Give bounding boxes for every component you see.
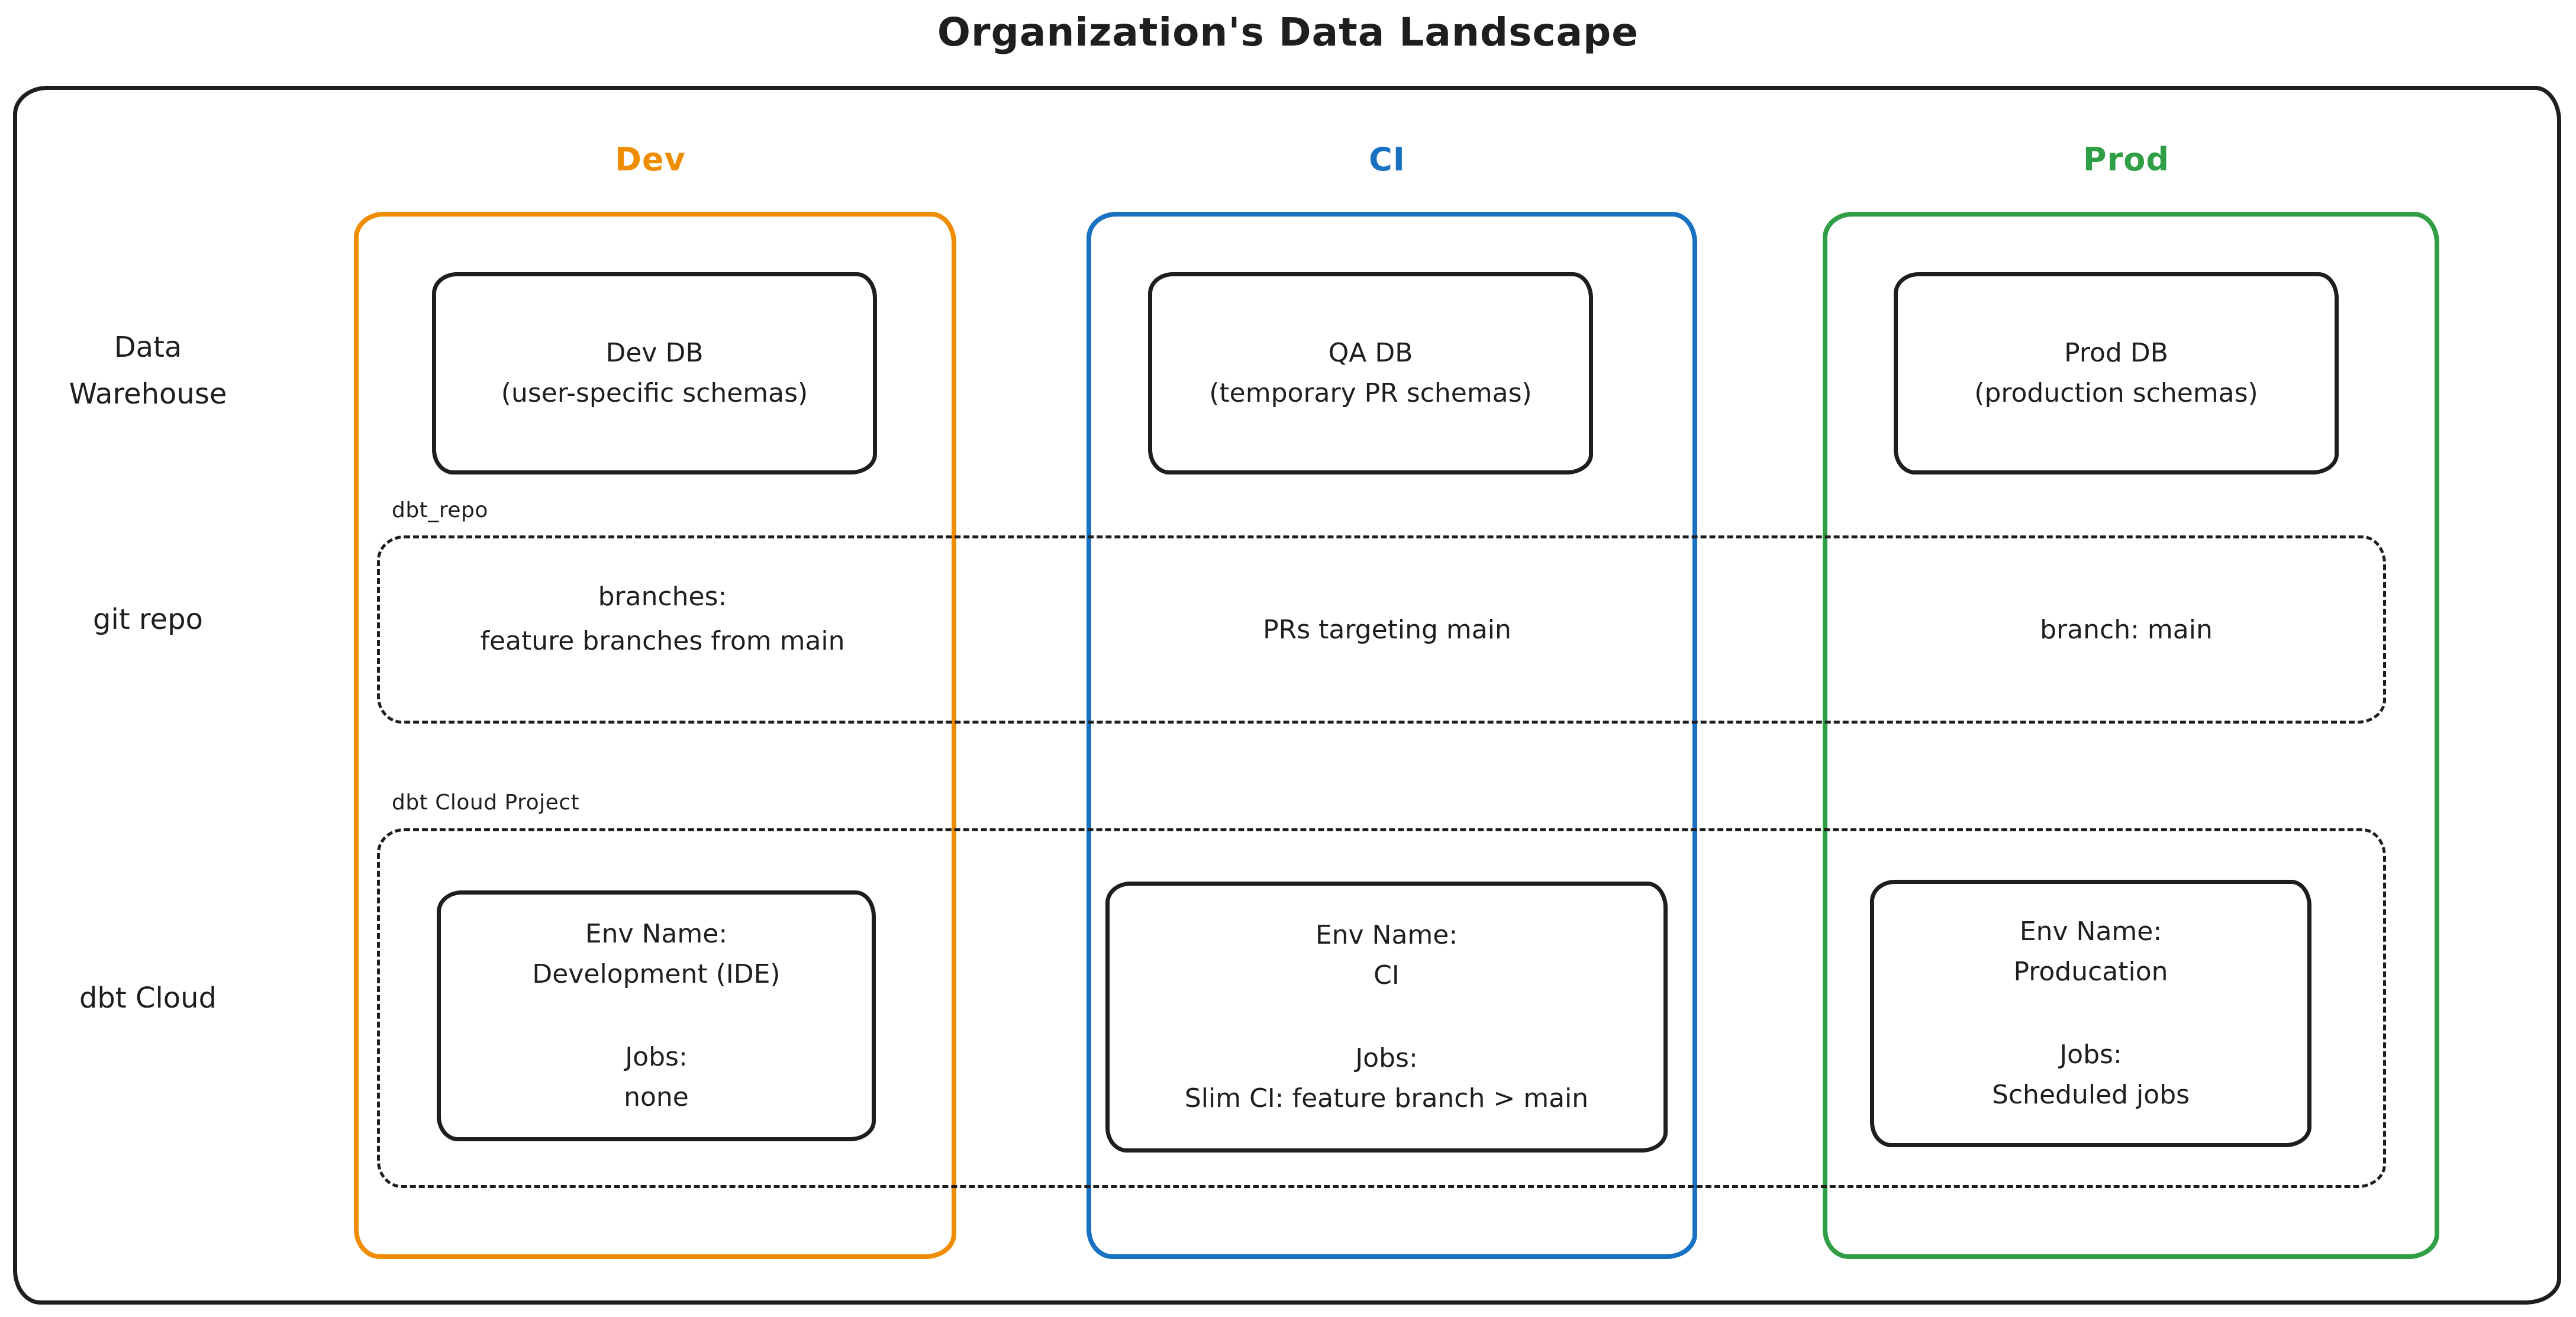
- env-dev-name: Development (IDE): [532, 958, 781, 989]
- env-dev-jobs-label: Jobs:: [625, 1042, 688, 1072]
- landscape-outer-frame: [13, 86, 2561, 1305]
- diagram-title: Organization's Data Landscape: [937, 9, 1639, 55]
- dbt-repo-dashed-group: [377, 535, 2386, 724]
- qa-db-name: QA DB: [1328, 337, 1413, 368]
- env-prod-name: Producation: [2013, 956, 2168, 987]
- node-env-ci: Env Name: CI Jobs: Slim CI: feature bran…: [1105, 882, 1668, 1153]
- column-header-dev: Dev: [615, 141, 686, 178]
- env-prod-jobs-label: Jobs:: [2059, 1040, 2122, 1070]
- column-header-prod: Prod: [2083, 141, 2169, 178]
- node-prod-db: Prod DB (production schemas): [1894, 272, 2339, 474]
- node-env-development: Env Name: Development (IDE) Jobs: none: [437, 890, 876, 1141]
- env-dev-jobs-value: none: [624, 1082, 689, 1113]
- env-dev-label: Env Name:: [585, 918, 728, 949]
- dbt-cloud-project-dashed-group: [377, 828, 2386, 1188]
- env-ci-name: CI: [1374, 960, 1400, 990]
- repo-text-ci: PRs targeting main: [1263, 615, 1511, 645]
- qa-db-detail: (temporary PR schemas): [1209, 378, 1532, 408]
- row-label-data-warehouse: Data Warehouse: [69, 331, 227, 411]
- repo-dev-line1: branches:: [598, 582, 727, 612]
- dbt-cloud-project-group-label: dbt Cloud Project: [392, 790, 580, 815]
- env-ci-label: Env Name:: [1315, 919, 1458, 950]
- row-label-dbt-cloud: dbt Cloud: [79, 982, 217, 1015]
- column-frame-dev: [354, 212, 956, 1259]
- dev-db-detail: (user-specific schemas): [501, 378, 808, 408]
- env-ci-jobs-value: Slim CI: feature branch > main: [1184, 1083, 1589, 1114]
- dev-db-name: Dev DB: [605, 337, 704, 368]
- node-dev-db: Dev DB (user-specific schemas): [432, 272, 877, 474]
- repo-text-prod: branch: main: [2040, 615, 2213, 645]
- env-ci-jobs-label: Jobs:: [1355, 1043, 1418, 1073]
- column-frame-ci: [1087, 212, 1697, 1259]
- column-header-ci: CI: [1369, 141, 1405, 178]
- node-env-production: Env Name: Producation Jobs: Scheduled jo…: [1870, 880, 2311, 1147]
- dbt-repo-group-label: dbt_repo: [392, 498, 488, 522]
- env-prod-label: Env Name:: [2019, 916, 2162, 947]
- env-prod-jobs-value: Scheduled jobs: [1991, 1080, 2190, 1111]
- repo-dev-line2: feature branches from main: [480, 625, 845, 656]
- column-frame-prod: [1823, 212, 2439, 1259]
- repo-text-dev: branches: feature branches from main: [377, 575, 948, 664]
- row-label-git-repo: git repo: [93, 603, 203, 636]
- prod-db-name: Prod DB: [2064, 337, 2168, 368]
- node-qa-db: QA DB (temporary PR schemas): [1148, 272, 1593, 474]
- prod-db-detail: (production schemas): [1974, 378, 2258, 408]
